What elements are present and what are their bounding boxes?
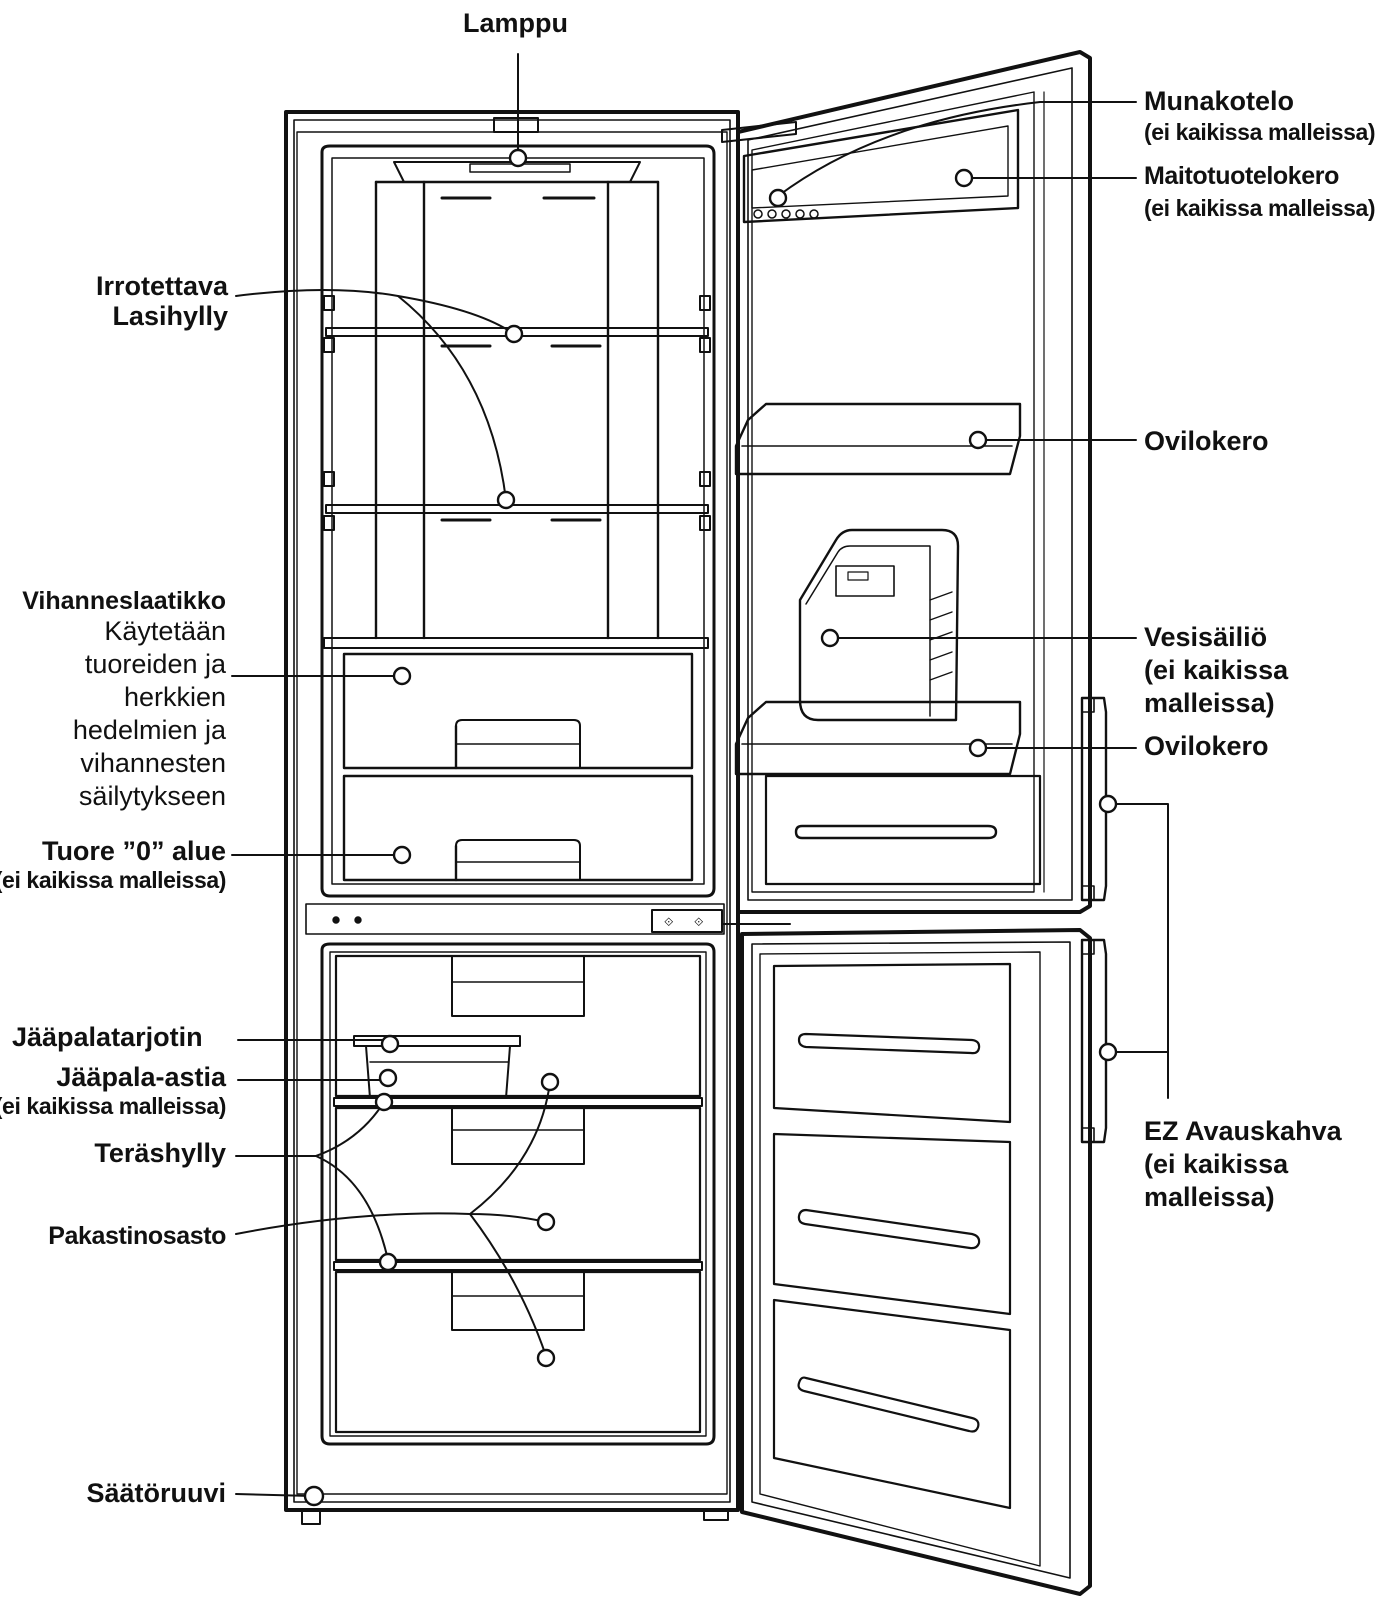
dot-saatoruuvi	[303, 1485, 325, 1507]
label-ovilokero-bottom: Ovilokero	[1144, 731, 1269, 761]
tuore-title: Tuore ”0” alue	[41, 836, 226, 866]
terashylly-title: Teräshylly	[94, 1138, 226, 1168]
cabinet	[284, 110, 740, 1525]
label-ez-avauskahva: EZ Avauskahva (ei kaikissa malleissa)	[1144, 1115, 1342, 1214]
label-vihanneslaatikko: Vihanneslaatikko Käytetään tuoreiden ja …	[22, 587, 226, 813]
leader-lines	[231, 53, 1169, 1497]
label-munakotelo: Munakotelo (ei kaikissa malleissa)	[1144, 86, 1376, 146]
ez-line2: (ei kaikissa	[1144, 1149, 1289, 1179]
freezer-door	[721, 923, 1108, 1596]
jaapalatarjotin-title: Jääpalatarjotin	[12, 1022, 203, 1052]
jaapala-astia-title: Jääpala-astia	[56, 1062, 226, 1092]
vihannes-desc-1: Käytetään	[104, 616, 226, 646]
svg-text:⟐: ⟐	[694, 915, 704, 929]
dot-lasihylly-2	[496, 490, 516, 510]
ez-line1: EZ Avauskahva	[1144, 1116, 1342, 1146]
dot-vesisailio	[820, 628, 840, 648]
dot-lamppu	[508, 148, 528, 168]
dot-maitotuote	[954, 168, 974, 188]
irrotettava-line1: Irrotettava	[95, 271, 228, 301]
label-pakastinosasto: Pakastinosasto	[48, 1222, 226, 1250]
dot-pakastin-3	[536, 1348, 556, 1368]
jaapala-astia-note: (ei kaikissa malleissa)	[0, 1093, 226, 1120]
freezer-compartment	[320, 942, 716, 1446]
ovilokero-top-title: Ovilokero	[1144, 426, 1269, 456]
vihannes-desc-5: vihannesten	[80, 748, 226, 778]
label-lamppu: Lamppu	[463, 8, 568, 38]
label-maitotuotelokero: Maitotuotelokero (ei kaikissa malleissa)	[1144, 162, 1376, 222]
dot-jaapalatarjotin	[380, 1034, 400, 1054]
pakastinosasto-title: Pakastinosasto	[48, 1222, 226, 1250]
dot-terashylly-2	[378, 1252, 398, 1272]
control-panel: ⟐ ⟐	[305, 903, 725, 935]
vihannes-title: Vihanneslaatikko	[22, 587, 226, 615]
tuore-note: (ei kaikissa malleissa)	[0, 867, 226, 894]
maitotuote-note: (ei kaikissa malleissa)	[1144, 195, 1376, 221]
label-irrotettava-lasihylly: Irrotettava Lasihylly	[96, 271, 228, 331]
dot-lasihylly-1	[504, 324, 524, 344]
label-tuore-0-alue: Tuore ”0” alue (ei kaikissa malleissa)	[0, 836, 226, 894]
water-tank	[798, 528, 960, 722]
maitotuote-title: Maitotuotelokero	[1144, 162, 1339, 190]
dot-pakastin-2	[536, 1212, 556, 1232]
dot-munakotelo	[768, 188, 788, 208]
munakotelo-title: Munakotelo	[1144, 86, 1295, 116]
vihannes-desc-6: säilytykseen	[78, 781, 226, 811]
fridge-compartment	[320, 144, 716, 898]
label-saatoruuvi: Säätöruuvi	[86, 1478, 226, 1508]
saatoruuvi-title: Säätöruuvi	[86, 1478, 226, 1508]
label-vesisailio: Vesisäiliö (ei kaikissa malleissa)	[1144, 621, 1288, 720]
ovilokero-bottom-title: Ovilokero	[1144, 731, 1269, 761]
dot-ovilokero-top	[968, 430, 988, 450]
vihannes-desc-4: hedelmien ja	[72, 715, 226, 745]
dot-ez-1	[1098, 794, 1118, 814]
dot-pakastin-1	[540, 1072, 560, 1092]
dot-jaapala-astia	[378, 1068, 398, 1088]
fridge-door-handle	[1080, 696, 1108, 902]
dot-vihanneslaatikko	[392, 666, 412, 686]
label-jaapalatarjotin: Jääpalatarjotin	[12, 1022, 203, 1052]
dot-tuore	[392, 845, 412, 865]
vihannes-desc-3: herkkien	[123, 682, 226, 712]
freezer-door-handle	[1080, 938, 1108, 1144]
vesisailio-line1: Vesisäiliö	[1144, 622, 1268, 652]
dot-ez-2	[1098, 1042, 1118, 1062]
munakotelo-note: (ei kaikissa malleissa)	[1144, 119, 1376, 146]
label-ovilokero-top: Ovilokero	[1144, 426, 1269, 456]
irrotettava-line2: Lasihylly	[112, 301, 228, 332]
label-terashylly: Teräshylly	[94, 1138, 226, 1168]
leader-dots	[303, 148, 1118, 1507]
ez-line3: malleissa)	[1144, 1182, 1275, 1212]
label-jaapala-astia: Jääpala-astia (ei kaikissa malleissa)	[0, 1062, 226, 1120]
lamppu-title: Lamppu	[463, 8, 568, 38]
vesisailio-line2: (ei kaikissa	[1144, 655, 1289, 685]
vihannes-desc-2: tuoreiden ja	[84, 649, 226, 679]
fridge-door	[721, 50, 1108, 914]
vesisailio-line3: malleissa)	[1144, 688, 1275, 718]
svg-text:⟐: ⟐	[664, 915, 674, 929]
dot-ovilokero-bottom	[968, 738, 988, 758]
dot-terashylly-1	[374, 1092, 394, 1112]
